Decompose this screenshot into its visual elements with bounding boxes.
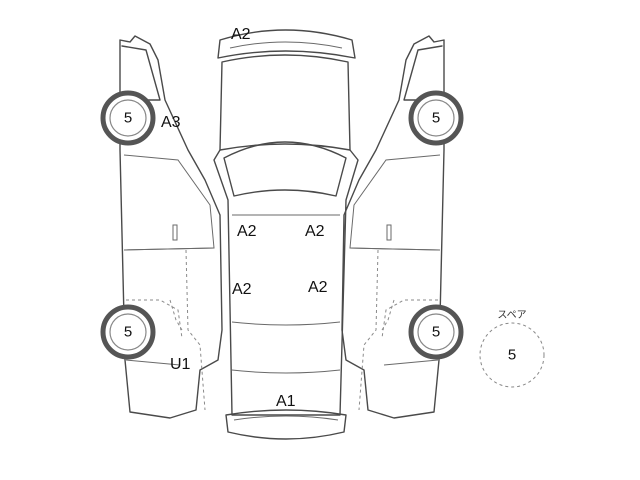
tire-left-rear-value: 5: [123, 109, 133, 127]
mark-roof-left: A2: [237, 223, 257, 240]
spare-caption: スペア: [497, 310, 527, 321]
car-right-side-view: [341, 35, 445, 419]
spare-tire-circle: [479, 322, 545, 388]
tire-right-front-value: 5: [431, 323, 441, 341]
mark-front-bumper: A1: [276, 393, 296, 410]
tire-right-rear-value: 5: [431, 109, 441, 127]
mark-left-side: A3: [161, 114, 181, 131]
mark-left-front-area: U1: [170, 356, 191, 373]
mark-bonnet-right: A2: [308, 279, 328, 296]
mark-bonnet-left: A2: [232, 281, 252, 298]
tire-right-rear: [408, 90, 464, 146]
car-left-side-view: [119, 35, 223, 419]
tire-left-rear: [100, 90, 156, 146]
mark-roof-right: A2: [305, 223, 325, 240]
tire-right-front: [408, 304, 464, 360]
car-top-view: [213, 29, 359, 440]
spare-tire-value: 5: [507, 346, 517, 364]
mark-roof-rear: A2: [231, 26, 251, 43]
tire-left-front: [100, 304, 156, 360]
tire-left-front-value: 5: [123, 323, 133, 341]
